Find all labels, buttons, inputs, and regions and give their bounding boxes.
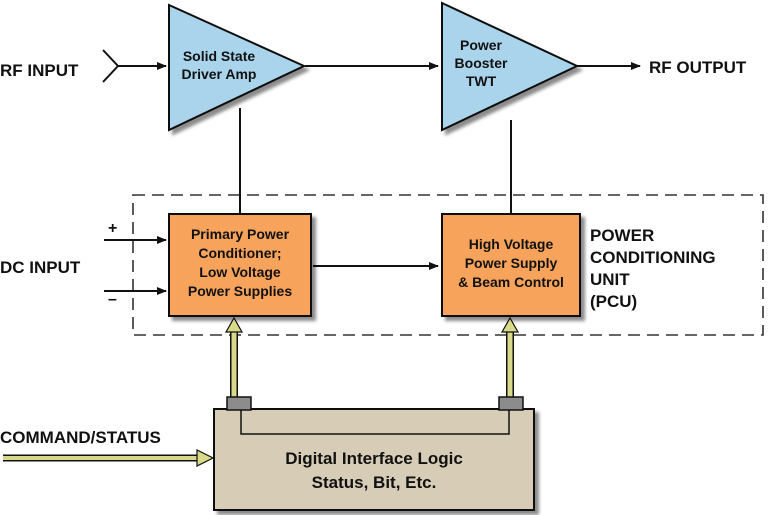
pcu-boundary: [132, 194, 764, 336]
digital-logic-line: Digital Interface Logic: [285, 449, 463, 468]
booster-text: Power Booster TWT: [455, 37, 508, 89]
logic-to-primary-arrow: [224, 316, 244, 397]
digital-logic-text: Digital Interface Logic Status, Bit, Etc…: [285, 449, 463, 492]
primary-power-line: Primary Power: [191, 226, 290, 242]
logic-to-hv-arrow: [500, 316, 520, 397]
pcu-label-line: UNIT: [590, 270, 630, 289]
driver-amp-text: Solid State Driver Amp: [182, 48, 257, 82]
command-status-arrow: [3, 449, 215, 467]
rf-output-label: RF OUTPUT: [649, 58, 747, 77]
hv-supply-line: Power Supply: [465, 255, 558, 271]
driver-amp-line: Solid State: [183, 48, 256, 64]
hv-supply-box: [441, 213, 581, 317]
hv-supply-line: & Beam Control: [458, 274, 564, 290]
command-status-label: COMMAND/STATUS: [0, 428, 161, 447]
digital-logic-line: Status, Bit, Etc.: [312, 473, 437, 492]
driver-amp-triangle: [168, 3, 307, 132]
booster-twt-triangle: [441, 1, 580, 132]
primary-power-line: Low Voltage: [199, 264, 281, 280]
primary-power-box: [168, 213, 312, 317]
pcu-label: POWER CONDITIONING UNIT (PCU): [590, 226, 716, 311]
rf-input-label: RF INPUT: [0, 61, 79, 80]
pcu-label-line: (PCU): [590, 292, 637, 311]
hv-supply-text: High Voltage Power Supply & Beam Control: [458, 236, 564, 290]
rf-input-connector-icon: [102, 49, 120, 83]
digital-logic-box: [213, 408, 535, 511]
booster-line: Power: [460, 37, 503, 53]
hv-supply-line: High Voltage: [469, 236, 554, 252]
dc-plus-sign: +: [108, 220, 117, 237]
hv-connector: [498, 396, 524, 411]
booster-line: Booster: [455, 55, 508, 71]
dc-minus-sign: –: [108, 291, 117, 308]
driver-amp-line: Driver Amp: [182, 66, 257, 82]
primary-power-text: Primary Power Conditioner; Low Voltage P…: [188, 226, 292, 299]
primary-power-line: Power Supplies: [188, 283, 292, 299]
booster-line: TWT: [466, 73, 497, 89]
pcu-label-line: POWER: [590, 226, 654, 245]
primary-connector: [226, 396, 252, 411]
pcu-label-line: CONDITIONING: [590, 248, 716, 267]
logic-internal-bus: [240, 410, 510, 435]
primary-power-line: Conditioner;: [198, 245, 281, 261]
dc-input-label: DC INPUT: [0, 258, 81, 277]
